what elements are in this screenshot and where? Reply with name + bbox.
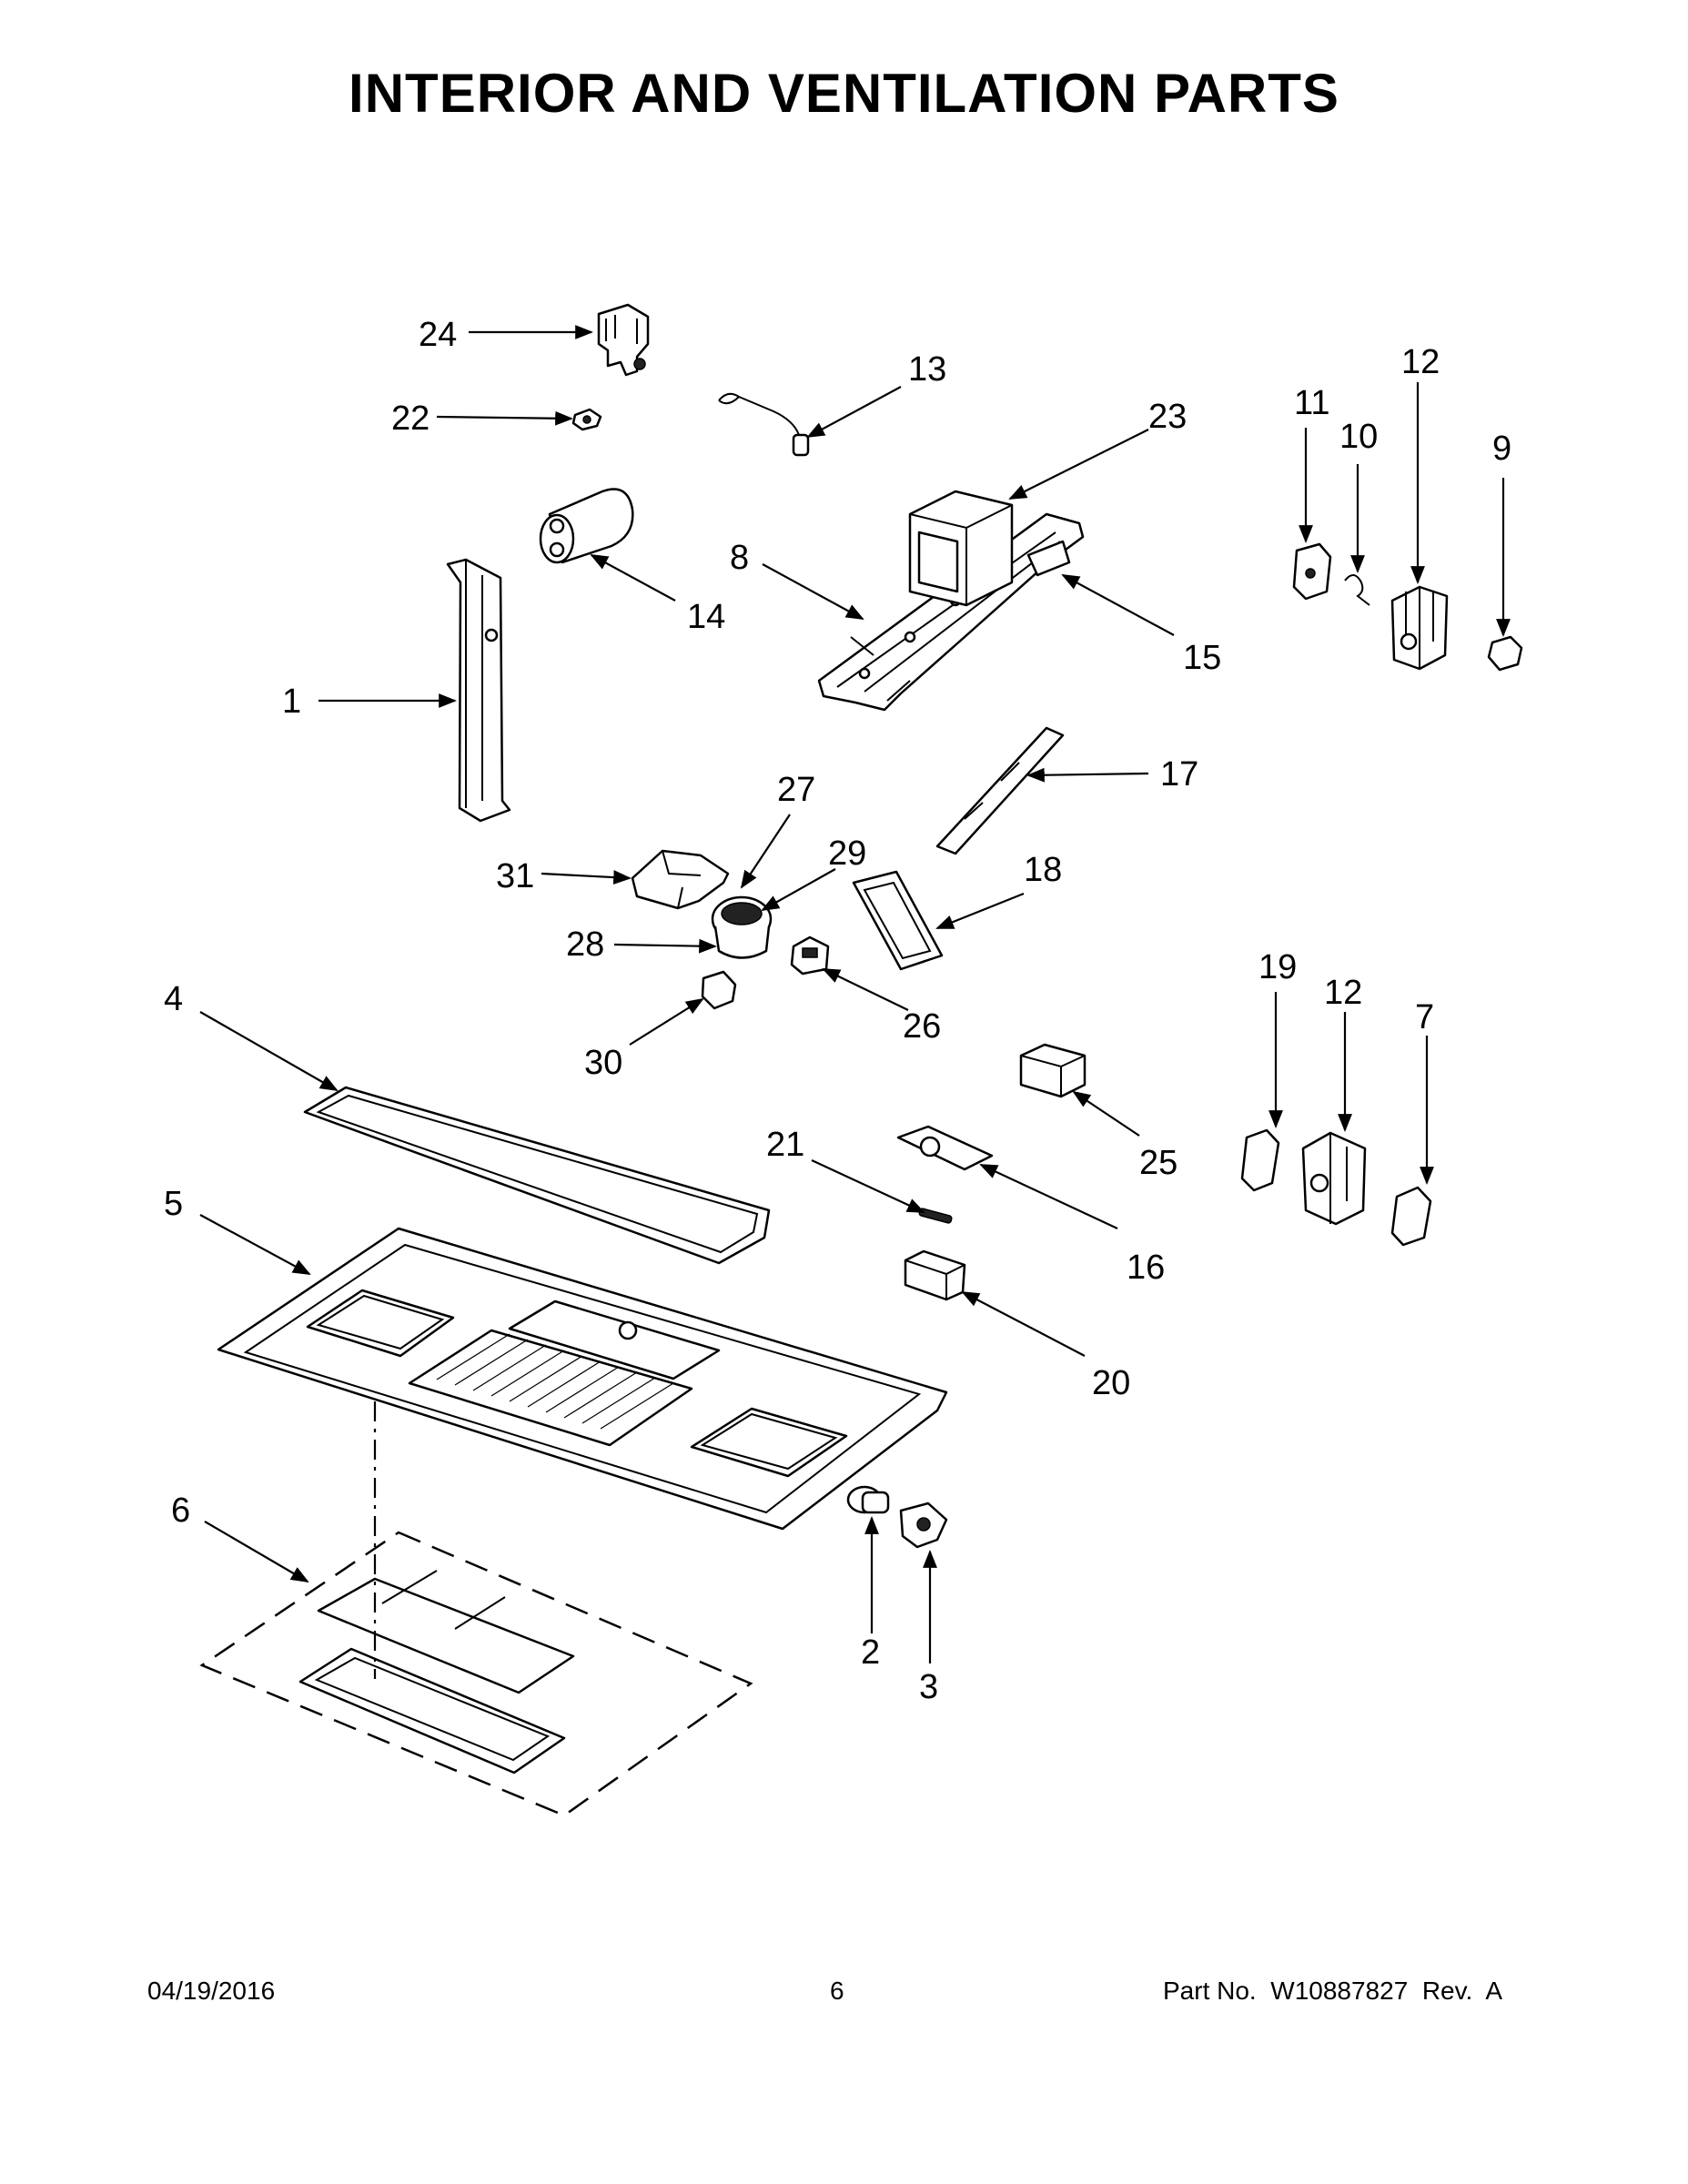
part-21-rod: [918, 1208, 953, 1224]
part-5-cavity-plate: [217, 1227, 948, 1531]
part-14-capacitor: [539, 488, 634, 564]
part-10-spring: [1344, 574, 1370, 606]
part-1-bracket: [446, 558, 511, 823]
part-23-transformer: [908, 490, 1014, 607]
callout-28: 28: [566, 925, 604, 964]
callout-22: 22: [391, 399, 430, 438]
callout-30: 30: [584, 1044, 622, 1082]
part-24-bracket: [597, 303, 650, 377]
callout-27: 27: [777, 771, 815, 809]
callout-4: 4: [164, 980, 183, 1018]
part-15-bracket: [1026, 540, 1071, 577]
part-12-latch-top: [1390, 585, 1449, 671]
callout-3: 3: [919, 1668, 938, 1706]
part-9-switch: [1487, 635, 1523, 672]
part-30-switch: [701, 970, 737, 1010]
callout-29: 29: [828, 834, 866, 873]
callout-labels: 1 2 3 4 5 6 7 8 9 10 11 12 12 13 14 15 1…: [164, 316, 1511, 1706]
part-19-switch: [1240, 1128, 1280, 1192]
part-8-base-plate: [817, 512, 1085, 712]
callout-14: 14: [687, 598, 725, 636]
callout-16: 16: [1127, 1249, 1165, 1287]
callout-24: 24: [419, 316, 457, 354]
callout-6: 6: [171, 1491, 190, 1530]
part-6-filter-assembly: [199, 1531, 753, 1817]
callout-12-top: 12: [1401, 343, 1440, 381]
part-25-relay: [1019, 1043, 1087, 1098]
part-13-wire: [718, 392, 810, 457]
callout-17: 17: [1160, 755, 1198, 794]
callout-5: 5: [164, 1185, 183, 1223]
part-16-socket: [896, 1125, 994, 1171]
callout-7: 7: [1415, 998, 1434, 1036]
part-20-switch: [904, 1249, 966, 1301]
callout-18: 18: [1024, 851, 1062, 889]
callout-2: 2: [861, 1633, 880, 1672]
part-12-latch-bottom: [1301, 1131, 1367, 1226]
part-18-plate: [852, 870, 944, 971]
callout-31: 31: [496, 857, 534, 895]
callout-13: 13: [908, 350, 946, 389]
part-17-rail: [935, 726, 1065, 855]
part-2-lamp: [846, 1485, 890, 1514]
footer-page-number: 6: [830, 1977, 844, 2005]
callout-15: 15: [1183, 639, 1221, 677]
callout-21: 21: [766, 1126, 804, 1164]
footer-part-number: Part No. W10887827 Rev. A: [1163, 1977, 1503, 2005]
part-26-bracket: [790, 935, 830, 976]
part-7-switch: [1390, 1186, 1432, 1247]
callout-12-bottom: 12: [1324, 974, 1362, 1012]
callout-20: 20: [1092, 1364, 1130, 1402]
part-3-socket: [899, 1502, 948, 1549]
part-29-motor: [711, 895, 773, 959]
callout-25: 25: [1139, 1144, 1178, 1182]
callout-1: 1: [282, 682, 301, 721]
callout-8: 8: [730, 539, 749, 577]
part-11-switch: [1292, 542, 1332, 601]
part-31-housing: [631, 849, 730, 910]
callout-9: 9: [1492, 430, 1511, 468]
callout-19: 19: [1258, 948, 1297, 986]
leader-arrows: [199, 325, 1511, 1663]
footer-date: 04/19/2016: [147, 1977, 276, 2005]
callout-26: 26: [903, 1007, 941, 1046]
vent-grille-pattern: [436, 1333, 674, 1430]
part-22-clip: [571, 408, 602, 431]
callout-11: 11: [1294, 384, 1329, 422]
callout-10: 10: [1339, 418, 1378, 456]
callout-23: 23: [1148, 398, 1187, 436]
part-4-gasket: [303, 1086, 771, 1265]
page-title: INTERIOR AND VENTILATION PARTS: [349, 63, 1339, 124]
